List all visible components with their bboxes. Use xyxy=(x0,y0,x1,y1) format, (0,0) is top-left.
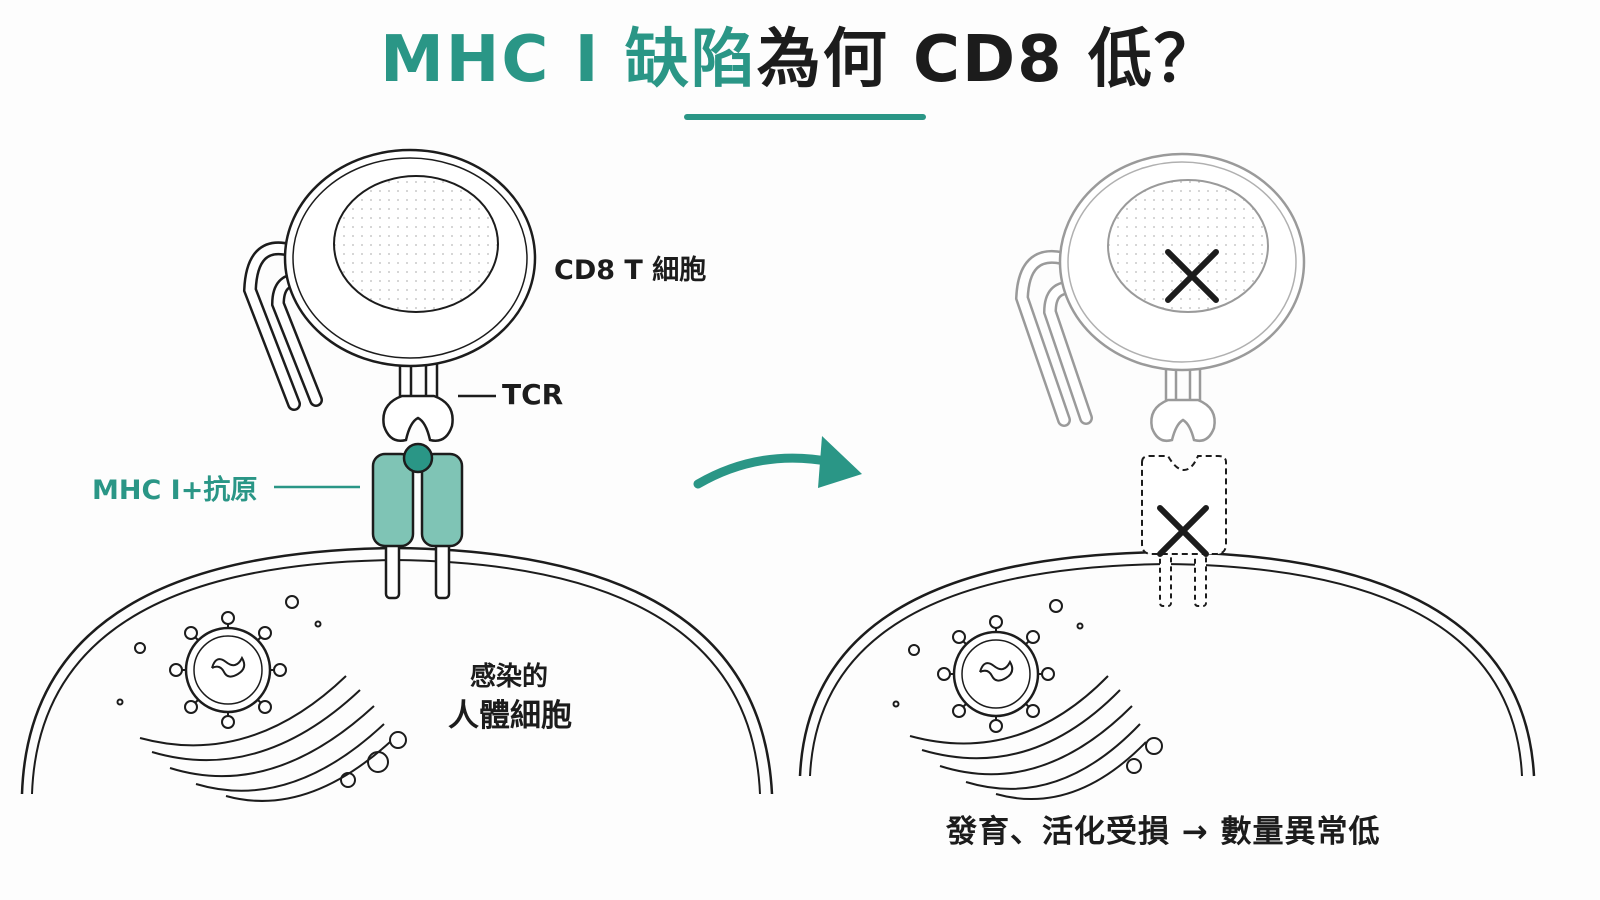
tcr-label: TCR xyxy=(502,378,564,411)
faded-tcr xyxy=(1150,358,1216,442)
page-title: MHC I 缺陷為何 CD8 低？ xyxy=(0,20,1600,100)
tcr-receptor xyxy=(382,352,454,442)
missing-mhc-stem xyxy=(1159,545,1207,607)
title-dark: 為何 CD8 低？ xyxy=(756,23,1220,97)
mhc-molecule xyxy=(371,452,464,548)
virus-icon xyxy=(169,611,287,729)
t-cell-nucleus xyxy=(333,175,499,313)
mhc-missing-cross-icon xyxy=(1157,505,1209,557)
t-cell-cross-icon xyxy=(1165,249,1219,303)
virus-icon-right xyxy=(937,615,1055,733)
result-caption: 發育、活化受損 → 數量異常低 xyxy=(946,814,1381,850)
mhc-antigen-label: MHC I+抗原 xyxy=(92,475,258,506)
title-underline xyxy=(684,114,926,120)
transition-arrow-icon xyxy=(693,436,862,489)
title-accent: MHC I 缺陷 xyxy=(380,23,757,97)
infected-cell-label-line2: 人體細胞 xyxy=(448,698,572,734)
left-panel xyxy=(20,148,774,802)
organelle-right xyxy=(892,599,1163,801)
right-panel xyxy=(798,152,1536,801)
missing-mhc-molecule xyxy=(1141,455,1227,555)
infected-cell-label-line1: 感染的 xyxy=(470,662,549,692)
antigen xyxy=(402,442,434,474)
cd8-t-cell-label: CD8 T 細胞 xyxy=(554,255,707,286)
organelle xyxy=(116,595,407,802)
cd8-t-cell xyxy=(283,148,537,368)
